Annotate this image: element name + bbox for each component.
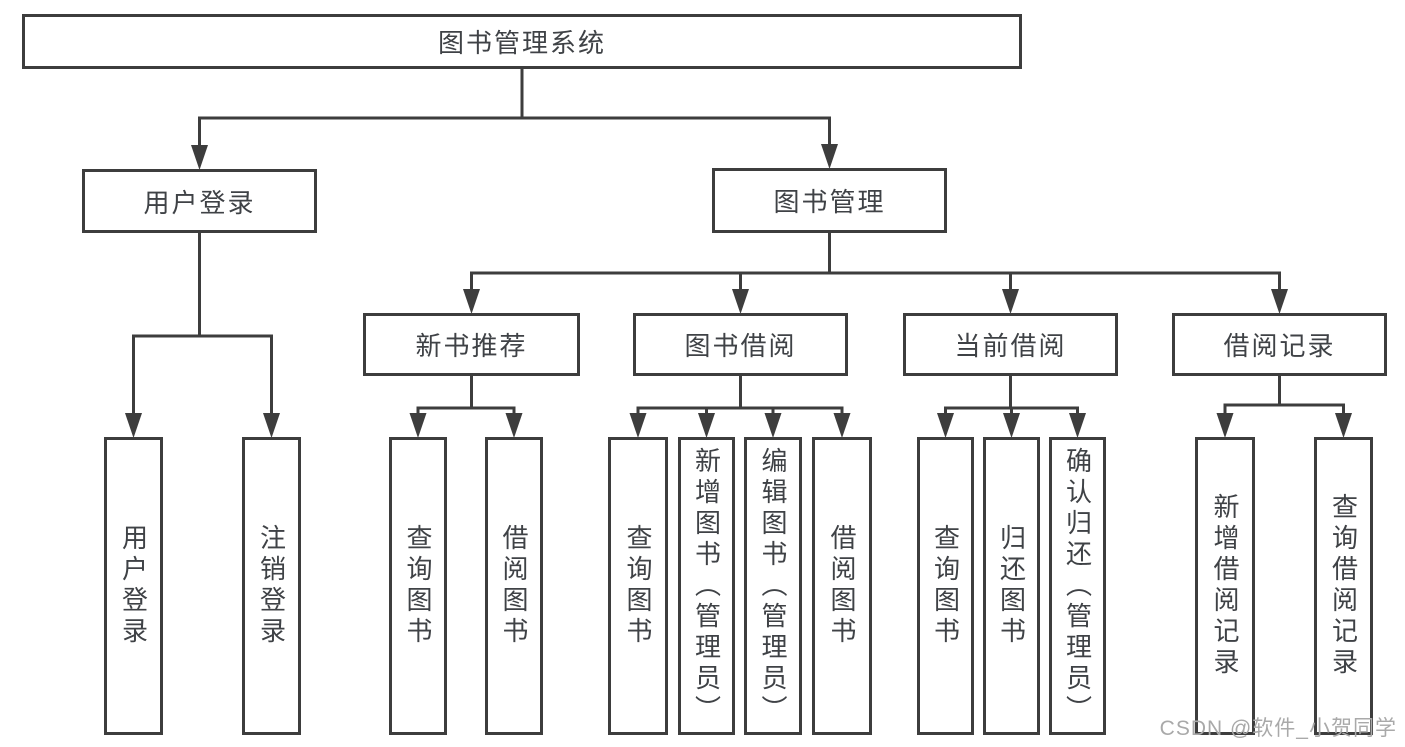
leaf-borrow-books-1-label: 借阅图书	[499, 524, 529, 648]
arrowhead-icon	[629, 413, 647, 438]
leaf-borrow-books-1: 借阅图书	[485, 437, 543, 735]
leaf-user-login: 用户登录	[104, 437, 163, 735]
arrowhead-icon	[1003, 413, 1020, 438]
leaf-add-borrow-record-label: 新增借阅记录	[1210, 493, 1240, 679]
leaf-borrow-books-2: 借阅图书	[812, 437, 872, 735]
node-book-management-label: 图书管理	[773, 187, 886, 217]
arrowhead-icon	[125, 413, 142, 438]
node-user-login-label: 用户登录	[143, 187, 256, 218]
node-borrow-records: 借阅记录	[1172, 313, 1387, 376]
arrowhead-icon	[1069, 413, 1086, 438]
arrowhead-icon	[191, 145, 208, 170]
arrowhead-icon	[409, 413, 427, 438]
leaf-query-borrow-record-label: 查询借阅记录	[1328, 493, 1359, 679]
node-root: 图书管理系统	[22, 14, 1022, 69]
csdn-watermark: CSDN @软件_小贺同学	[1159, 717, 1397, 740]
arrowhead-icon	[821, 144, 838, 169]
leaf-return-books-label: 归还图书	[996, 524, 1027, 648]
leaf-edit-books-admin-label: 编辑图书（管理员）	[758, 446, 788, 726]
leaf-query-borrow-record: 查询借阅记录	[1314, 437, 1373, 735]
leaf-user-login-label: 用户登录	[118, 524, 149, 648]
leaf-logout: 注销登录	[242, 437, 301, 735]
node-new-book-recommend: 新书推荐	[363, 313, 580, 376]
leaf-return-books: 归还图书	[983, 437, 1040, 735]
arrowhead-icon	[732, 289, 749, 314]
node-current-borrow-label: 当前借阅	[954, 331, 1067, 361]
node-new-book-recommend-label: 新书推荐	[415, 331, 528, 361]
leaf-confirm-return-admin-label: 确认归还（管理员）	[1062, 446, 1093, 726]
arrowhead-icon	[263, 413, 280, 438]
leaf-add-books-admin: 新增图书（管理员）	[678, 437, 735, 735]
leaf-edit-books-admin: 编辑图书（管理员）	[744, 437, 802, 735]
node-user-login: 用户登录	[82, 169, 317, 233]
arrowhead-icon	[698, 413, 715, 438]
arrowhead-icon	[1271, 289, 1288, 314]
leaf-query-books-1-label: 查询图书	[403, 524, 433, 648]
node-book-borrow: 图书借阅	[633, 313, 848, 376]
node-book-borrow-label: 图书借阅	[684, 331, 797, 361]
leaf-logout-label: 注销登录	[256, 524, 287, 648]
arrowhead-icon	[505, 413, 523, 438]
arrowhead-icon	[833, 413, 851, 438]
leaf-add-books-admin-label: 新增图书（管理员）	[691, 446, 722, 726]
leaf-query-books-3: 查询图书	[917, 437, 974, 735]
leaf-add-borrow-record: 新增借阅记录	[1195, 437, 1255, 735]
leaf-query-books-2-label: 查询图书	[623, 524, 653, 648]
arrowhead-icon	[937, 413, 954, 438]
arrowhead-icon	[1216, 413, 1234, 438]
leaf-confirm-return-admin: 确认归还（管理员）	[1049, 437, 1106, 735]
arrowhead-icon	[1002, 289, 1019, 314]
leaf-borrow-books-2-label: 借阅图书	[827, 524, 857, 648]
node-current-borrow: 当前借阅	[903, 313, 1118, 376]
leaf-query-books-1: 查询图书	[389, 437, 447, 735]
arrowhead-icon	[764, 413, 782, 438]
leaf-query-books-2: 查询图书	[608, 437, 668, 735]
arrowhead-icon	[1335, 413, 1352, 438]
node-borrow-records-label: 借阅记录	[1223, 331, 1336, 361]
arrowhead-icon	[463, 289, 480, 314]
node-book-management: 图书管理	[712, 168, 947, 233]
leaf-query-books-3-label: 查询图书	[930, 524, 961, 648]
node-root-label: 图书管理系统	[437, 28, 606, 58]
